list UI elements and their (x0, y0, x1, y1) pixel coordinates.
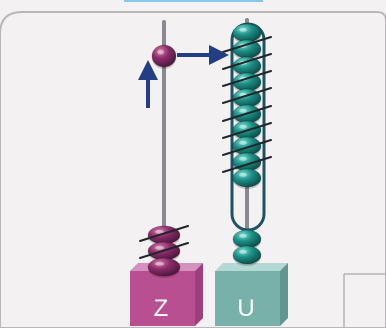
moved-bead-group (151, 44, 177, 69)
tens-base: Z (130, 263, 203, 326)
units-group-bead-10 (232, 168, 262, 189)
units-base: U (215, 263, 288, 326)
units-cross-8 (222, 156, 272, 173)
units-label: U (237, 295, 254, 322)
diagram-frame (0, 11, 386, 328)
units-group-bead-1 (232, 23, 262, 44)
tens-cross-2 (139, 242, 189, 259)
moved-tens-bead (151, 44, 177, 69)
top-accent-line (124, 0, 263, 2)
corner-guide (343, 273, 386, 328)
tens-bead-3 (147, 257, 181, 278)
units-group-outline (230, 22, 266, 232)
units-cross-3 (222, 70, 272, 87)
units-extra-bead-2 (232, 245, 262, 266)
units-cross-7 (222, 139, 272, 156)
units-cross-5 (222, 105, 272, 122)
units-cross-1 (222, 36, 272, 53)
crosses (139, 36, 272, 259)
units-beads (232, 23, 262, 266)
units-cross-4 (222, 87, 272, 104)
tens-label: Z (154, 295, 169, 322)
units-cross-6 (222, 122, 272, 139)
tens-cross-1 (139, 225, 189, 242)
units-cross-2 (222, 53, 272, 70)
